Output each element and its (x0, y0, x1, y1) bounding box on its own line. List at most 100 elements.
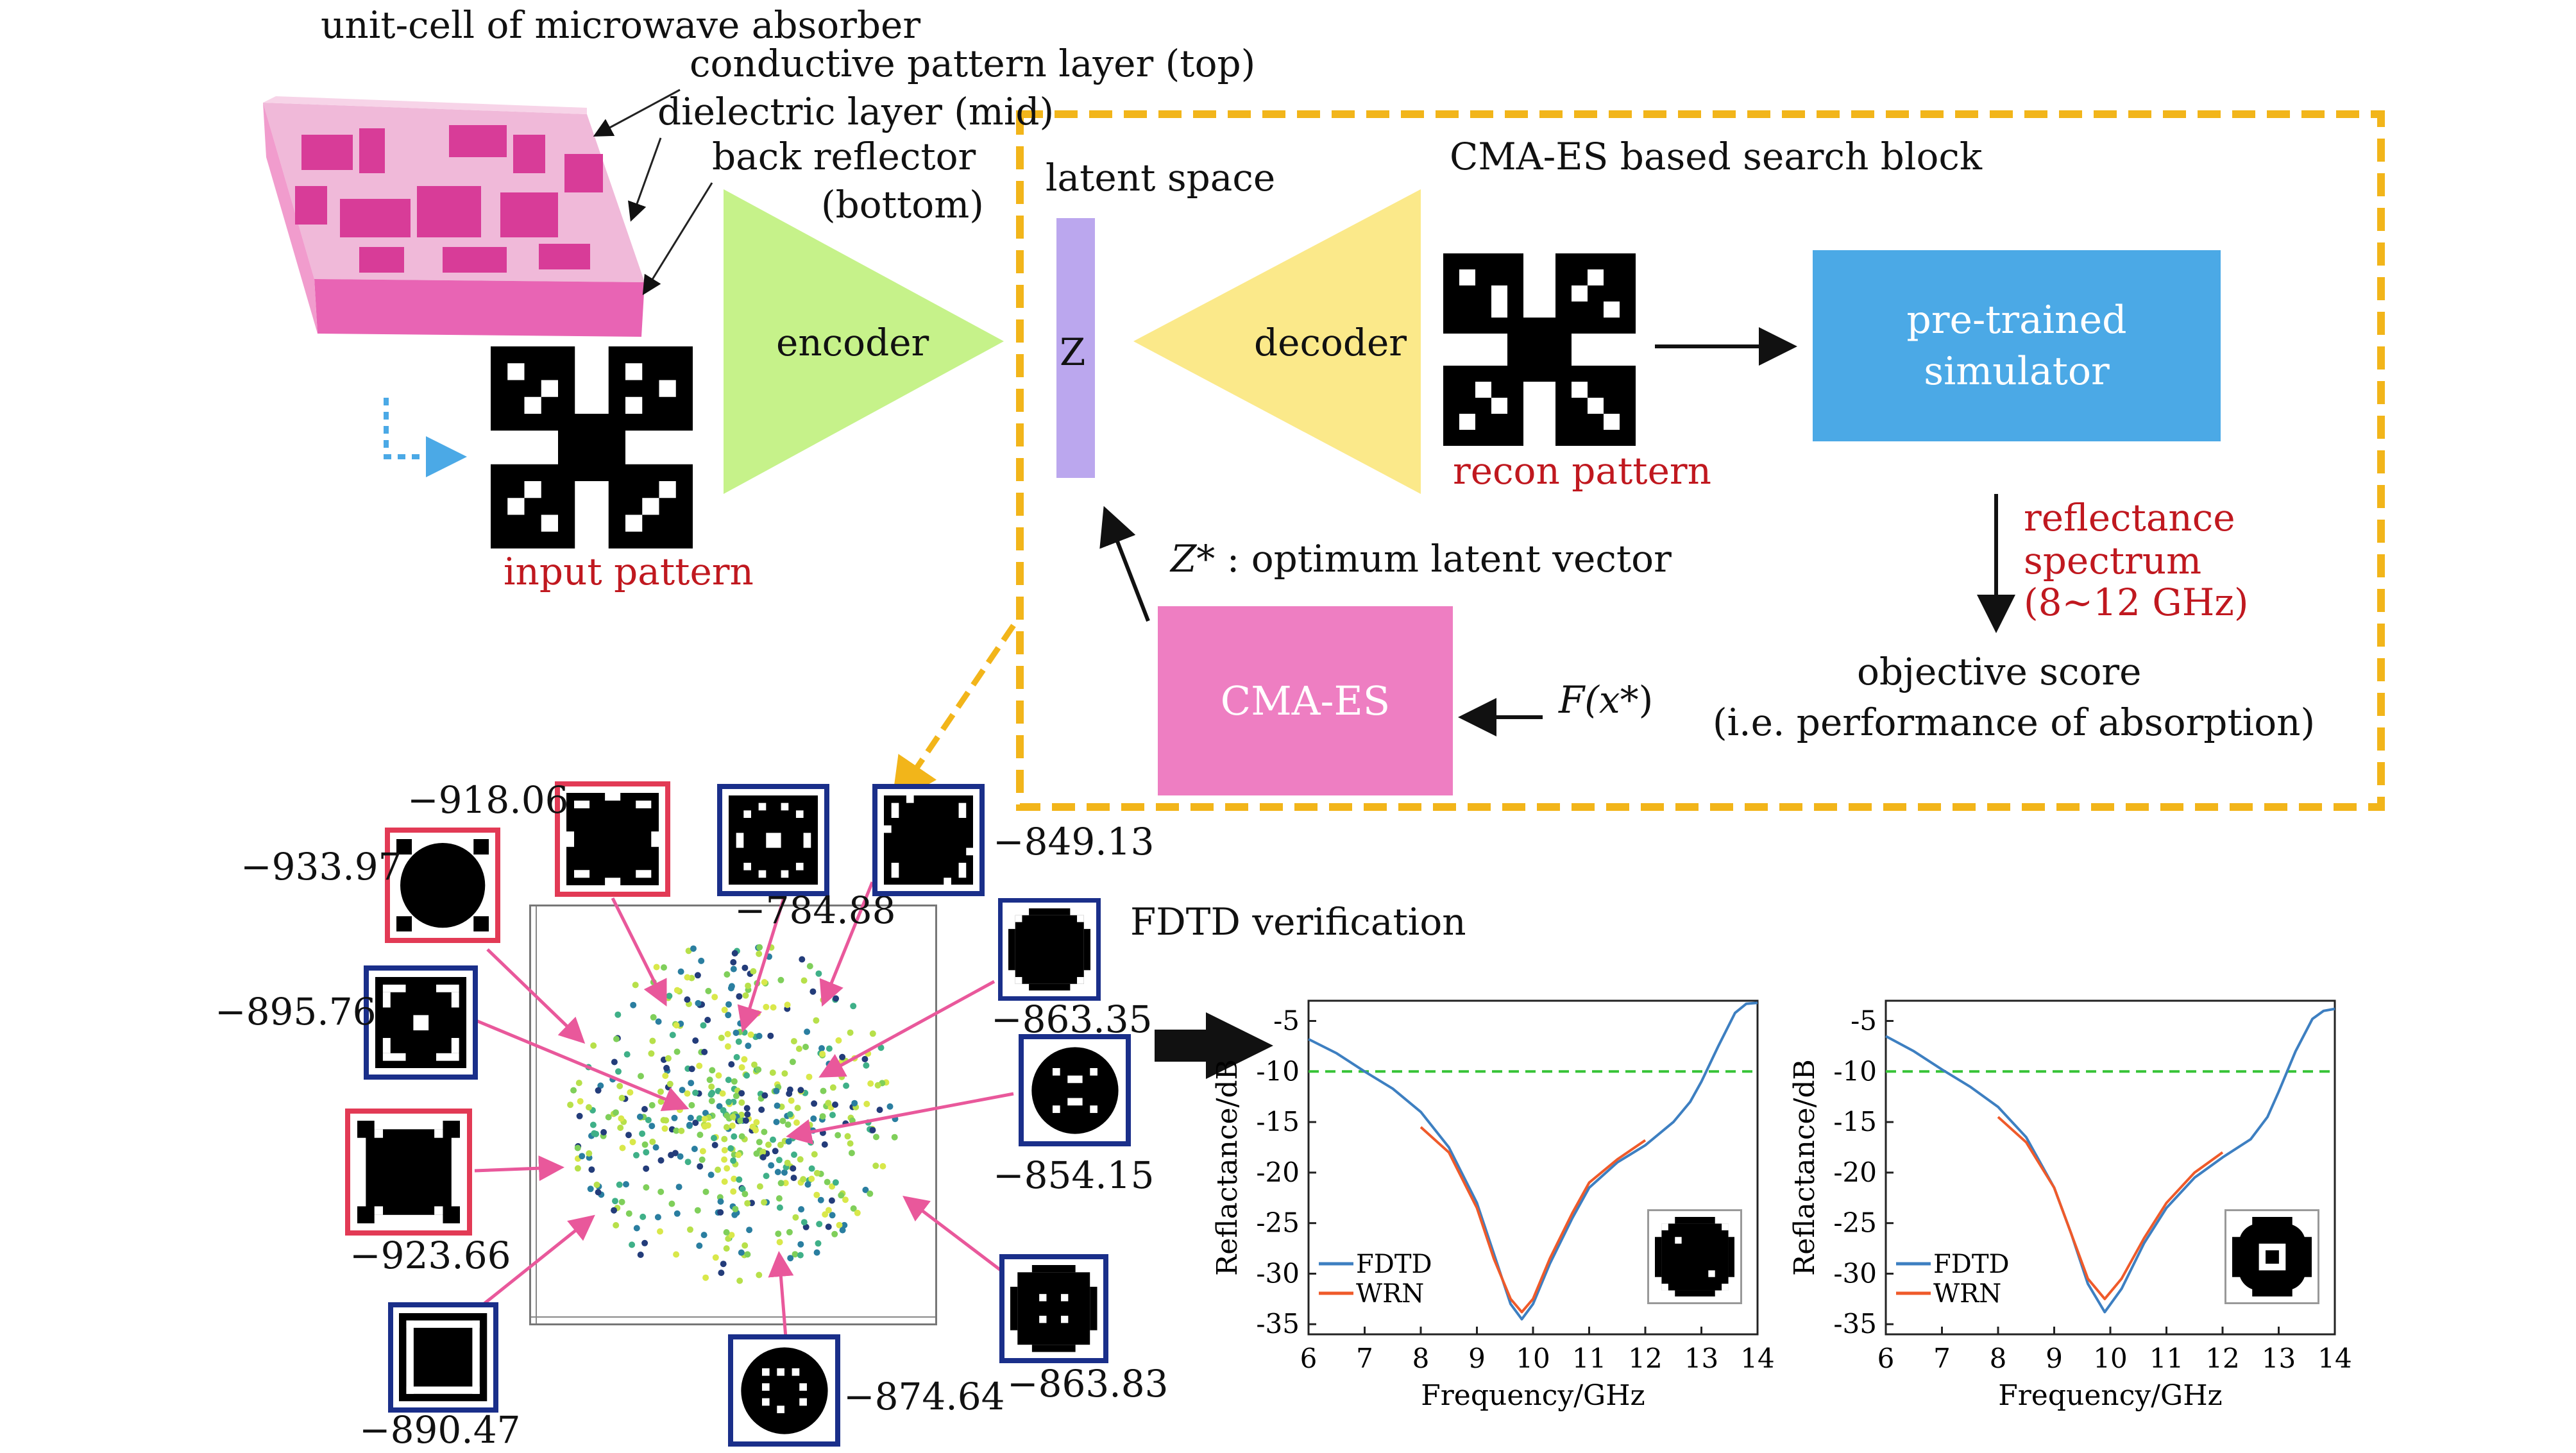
scatter-point (737, 1117, 744, 1125)
x-tick-label: 6 (1877, 1343, 1895, 1374)
scatter-point (697, 1132, 704, 1138)
scatter-point (773, 1119, 780, 1125)
scatter-point (872, 1162, 879, 1169)
scatter-point (776, 1239, 783, 1246)
scatter-point (867, 1080, 874, 1087)
series-line-fdtd (1308, 1001, 1758, 1321)
scatter-point (745, 982, 752, 989)
scatter-point (826, 1045, 833, 1052)
scatter-point (615, 1068, 622, 1075)
scatter-point (741, 1191, 749, 1198)
zstar-symbol: Z* (1171, 537, 1216, 581)
scatter-point (756, 1033, 763, 1039)
layer-bottom-label-2: (bottom) (821, 183, 984, 226)
scatter-point (657, 1157, 665, 1164)
scatter-point (618, 1198, 625, 1205)
layer-bottom-label: back reflector (712, 135, 976, 178)
scatter-point (741, 1242, 749, 1249)
scatter-point (684, 996, 691, 1003)
scatter-point (786, 1228, 793, 1236)
scatter-point (746, 1227, 753, 1234)
scatter-point (759, 1149, 767, 1156)
scatter-point (730, 965, 737, 973)
scatter-point (717, 1209, 724, 1216)
pre-trained-simulator-box: pre-trained simulator (1813, 250, 2221, 441)
pattern-tile-863b (999, 1254, 1108, 1363)
chart1-inset-pattern (1647, 1209, 1742, 1304)
scatter-point (802, 1223, 809, 1230)
scatter-point (819, 1113, 826, 1120)
scatter-point (847, 1029, 854, 1036)
x-tick-label: 10 (1516, 1343, 1550, 1374)
scatter-point (730, 959, 737, 965)
scatter-point (587, 1185, 594, 1193)
scatter-point (702, 1188, 709, 1195)
scatter-point (751, 1061, 758, 1068)
scatter-point (742, 1117, 749, 1124)
pattern-tile-890 (388, 1302, 498, 1413)
scatter-point (733, 1092, 740, 1100)
scatter-point (692, 1037, 699, 1044)
scatter-point (730, 1157, 737, 1164)
scatter-point (692, 1089, 699, 1096)
scatter-point (671, 1114, 678, 1121)
scatter-point (873, 1134, 879, 1141)
y-tick-label: -30 (1833, 1257, 1877, 1289)
scatter-point (630, 1001, 637, 1008)
scatter-point (818, 1045, 825, 1052)
scatter-point (643, 1184, 650, 1191)
cmaes-box: CMA-ES (1158, 606, 1453, 795)
scatter-point (752, 1126, 759, 1134)
scatter-point (842, 1196, 849, 1203)
scatter-point (736, 1176, 743, 1183)
unit-cell-title: unit-cell of microwave absorber (321, 3, 921, 47)
scatter-point (790, 1175, 797, 1182)
scatter-point (861, 1056, 869, 1062)
scatter-point (774, 1102, 781, 1109)
y-tick-label: -20 (1833, 1157, 1877, 1188)
scatter-point (678, 1127, 685, 1134)
scatter-point (716, 1103, 723, 1110)
scatter-point (779, 1117, 786, 1125)
scatter-point (725, 1012, 732, 1019)
scatter-point (744, 1200, 751, 1207)
scatter-point (808, 1165, 815, 1172)
scatter-point (715, 1072, 722, 1079)
scatter-point (824, 1178, 831, 1185)
scatter-point (869, 1030, 876, 1037)
recon-pattern-label: recon pattern (1453, 449, 1711, 493)
objective-function-label: F(x*) (1559, 681, 1653, 718)
scatter-point (784, 1001, 791, 1008)
scatter-point (590, 1042, 597, 1049)
scatter-point (765, 1141, 772, 1148)
scatter-point (700, 1022, 707, 1029)
scatter-point (825, 1100, 832, 1107)
scatter-point (702, 1110, 709, 1116)
pattern-tile-849 (872, 784, 985, 896)
scatter-point (645, 1117, 652, 1123)
score-895: −895.76 (215, 990, 377, 1033)
scatter-point (638, 1073, 644, 1080)
scatter-point (801, 977, 808, 984)
chart2-inset-pattern (2224, 1209, 2319, 1304)
reflectance-label-2: spectrum (2024, 539, 2202, 582)
scatter-point (786, 1111, 793, 1118)
scatter-point (801, 1219, 808, 1226)
scatter-point (835, 1037, 842, 1044)
scatter-point (694, 972, 701, 979)
scatter-point (813, 1249, 820, 1256)
scatter-point (684, 1159, 691, 1166)
scatter-point (577, 1098, 584, 1105)
scatter-point (761, 979, 768, 986)
scatter-point (697, 1163, 704, 1170)
scatter-point (702, 1274, 709, 1281)
search-block-title: CMA-ES based search block (1450, 135, 1983, 178)
scatter-point (755, 1066, 762, 1073)
scatter-point (705, 987, 712, 994)
scatter-point (761, 1199, 768, 1206)
scatter-point (874, 1082, 881, 1089)
scatter-point (836, 1221, 843, 1228)
scatter-point (625, 1132, 632, 1139)
encoder-shape (724, 189, 1004, 494)
